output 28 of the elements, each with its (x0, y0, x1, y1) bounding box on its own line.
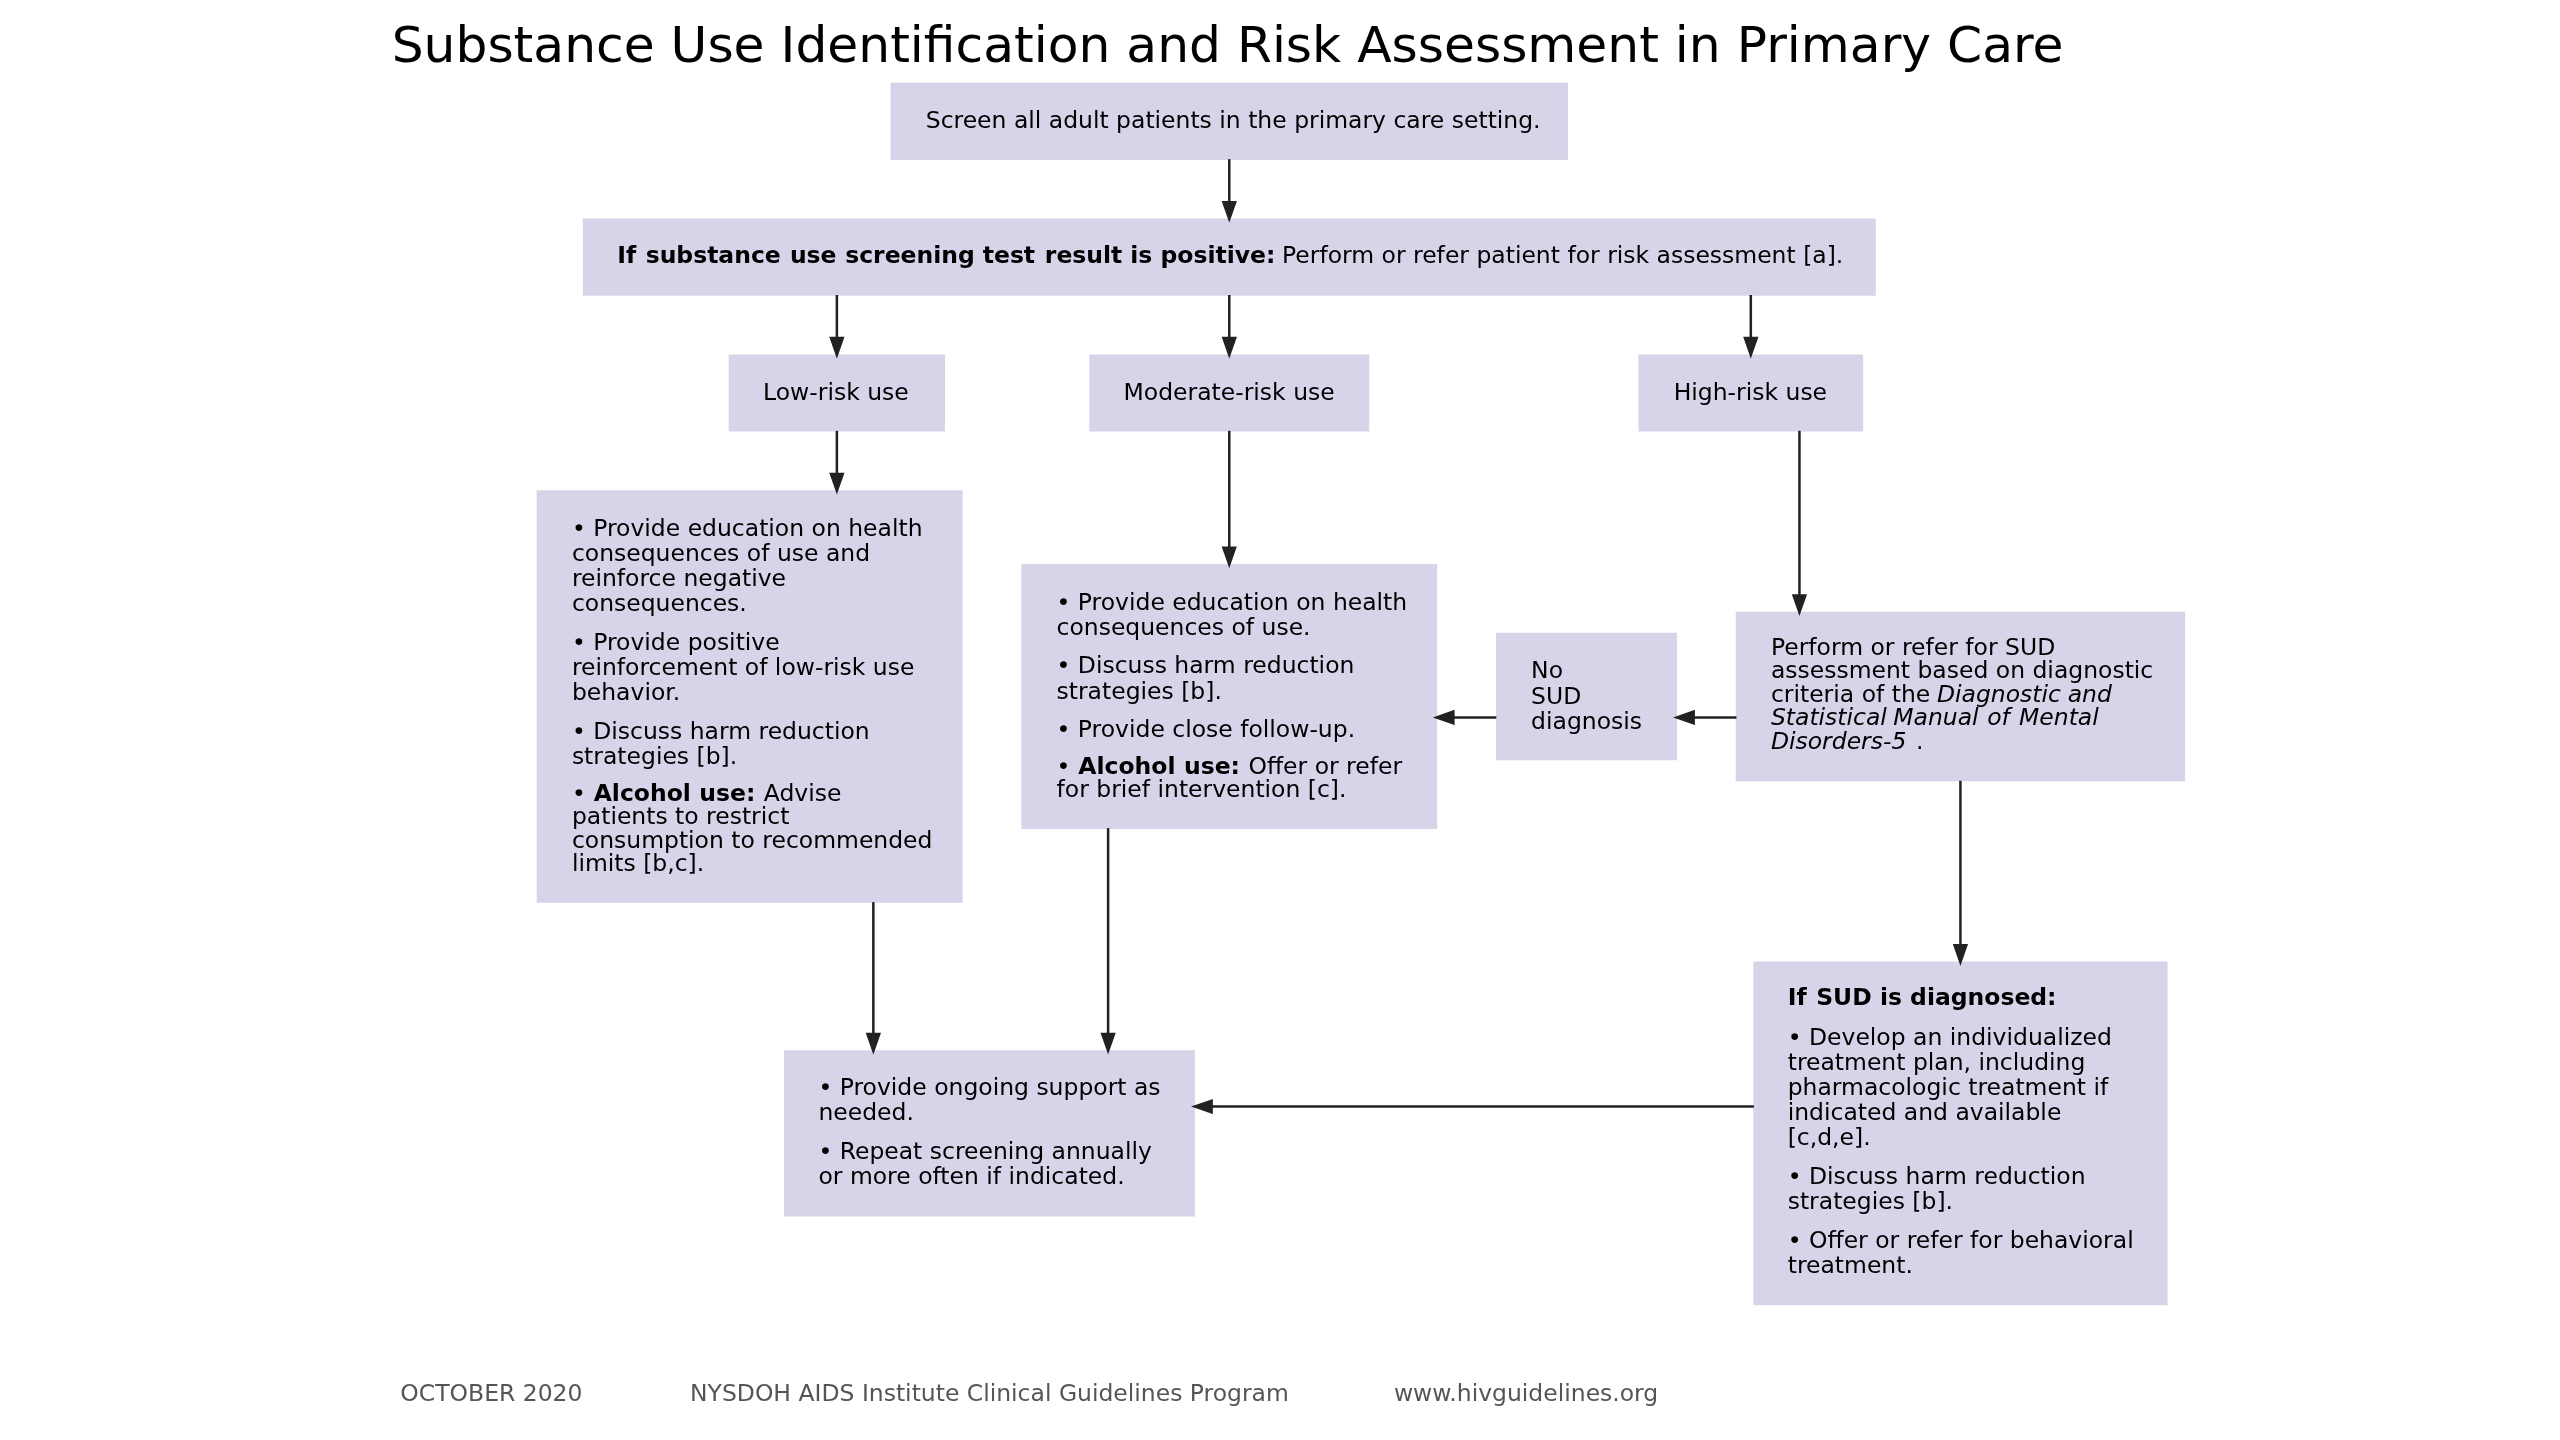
arrow (829, 295, 845, 359)
arrow (1673, 709, 1737, 726)
arrow (1791, 430, 1808, 617)
node-box: Screen all adult patients in the primary care setting. (890, 82, 1568, 160)
label: www.hivguidelines.org (1393, 1379, 1659, 1408)
diagram-title: Substance Use Identification and Risk Assessment in Primary Care (391, 14, 2064, 74)
node-box: • Provide education on health consequences of use and reinforce negative consequences. • Provide positive reinforcement of low-risk use behavior. • Discuss harm reduction strategies [b]. • Alcohol use: Advise patients to restrict consumption to recommended limits [b,c]. (536, 490, 963, 903)
node-box: Moderate-risk use (1089, 354, 1370, 432)
arrow (1221, 159, 1237, 223)
node-box: • Provide ongoing support as needed. • Repeat screening annually or more often if indicated. (784, 1050, 1195, 1217)
node-box: Low-risk use (728, 354, 946, 432)
node-box: High-risk use (1638, 354, 1864, 432)
arrow (1432, 709, 1497, 726)
node-box: No SUD diagnosis (1495, 632, 1677, 761)
arrow (1100, 828, 1116, 1055)
label: OCTOBER 2020 (400, 1379, 583, 1408)
arrow (865, 902, 881, 1055)
node-box: • Provide education on health consequences of use. • Discuss harm reduction strategies [b]. • Provide close follow-up. • Alcohol use: Offer or refer for brief intervention [c]. (1021, 564, 1438, 829)
arrow (1191, 1098, 1754, 1115)
arrow (829, 430, 845, 495)
arrow (1743, 295, 1759, 359)
arrow (1952, 780, 1969, 966)
label: NYSDOH AIDS Institute Clinical Guidelines Program (690, 1379, 1289, 1408)
node-box: If SUD is diagnosed: • Develop an individualized treatment plan, including pharmacologic treatment if indicated and available [c,d,e]. • Discuss harm reduction strategies [b]. • Offer or refer for behavioral treatment. (1753, 961, 2168, 1306)
arrow (1221, 295, 1237, 359)
node-box: If substance use screening test result is positive: Perform or refer patient for risk assessment [a]. (582, 218, 1876, 296)
arrow (1221, 430, 1237, 569)
node-box: Perform or refer for SUD assessment based on diagnostic criteria of the Diagnostic and Statistical Manual of Mental Disorders-5. (1735, 611, 2186, 782)
